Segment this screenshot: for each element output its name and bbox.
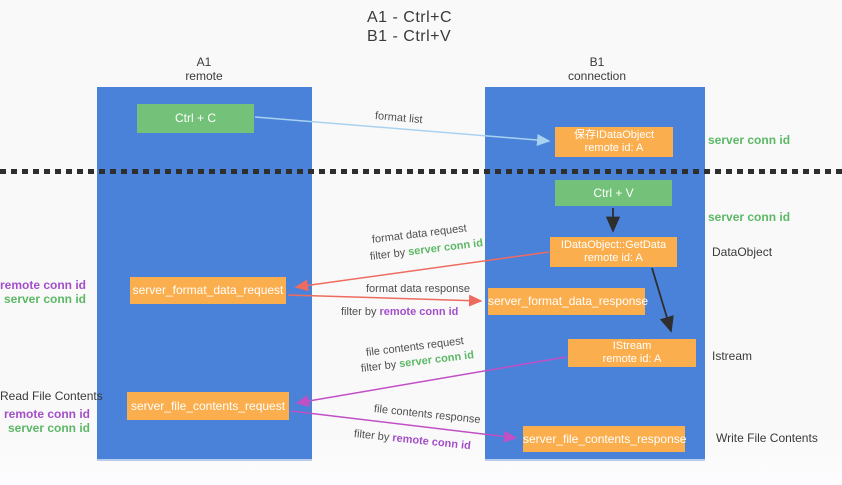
node-save-idataobject-line2: remote id: A [584, 142, 644, 154]
label-server-conn-id-mid: server conn id [708, 210, 791, 224]
arrow-format-list [254, 116, 551, 147]
machine-divider-dotted-line [0, 169, 842, 174]
label-dataobject: DataObject [712, 245, 773, 259]
node-file-request-label: server_file_contents_request [130, 398, 286, 413]
label-write-file-contents: Write File Contents [716, 431, 818, 445]
node-server-format-data-response: server_format_data_response [488, 288, 649, 315]
label-server-conn-id-4: server conn id [7, 421, 90, 435]
node-ctrl-v-label: Ctrl + V [593, 185, 634, 200]
column-header-a1: A1 remote [144, 55, 264, 83]
node-save-idataobject-line1: 保存IDataObject [573, 129, 655, 141]
label-remote-conn-id-1: remote conn id [0, 278, 87, 292]
label-group-file-conn-ids: Read File Contents remote conn id server… [0, 389, 103, 435]
label-istream: Istream [712, 349, 753, 363]
title-line-1: A1 - Ctrl+C [367, 9, 453, 26]
filter-by-text: filter by [341, 306, 377, 318]
node-getdata-line1: IDataObject::GetData [560, 239, 667, 251]
label-server-conn-id-top: server conn id [708, 133, 791, 147]
node-format-response-label: server_format_data_response [488, 294, 649, 308]
node-ctrl-c: Ctrl + C [137, 104, 254, 133]
arrow-format-data-response [287, 294, 483, 307]
node-save-idataobject: 保存IDataObject remote id: A [555, 127, 673, 157]
node-istream-line2: remote id: A [602, 353, 662, 365]
diagram-title: A1 - Ctrl+C B1 - Ctrl+V [367, 8, 452, 46]
node-server-file-contents-request: server_file_contents_request [127, 392, 289, 420]
node-server-file-contents-response: server_file_contents_response [523, 426, 687, 452]
label-read-file-contents: Read File Contents [0, 389, 103, 403]
arrow-file-contents-request [295, 356, 567, 407]
node-istream: IStream remote id: A [568, 339, 696, 367]
node-istream-line1: IStream [612, 340, 652, 352]
label-server-conn-id-3: server conn id [3, 292, 86, 306]
column-header-b1: B1 connection [537, 55, 657, 83]
column-a1-role: remote [185, 69, 223, 83]
label-format-data-response: format data response [366, 283, 470, 295]
label-filter-by-remote-conn-id-1: filter by remote conn id [341, 306, 458, 318]
node-getdata-line2: remote id: A [584, 252, 643, 264]
column-b1-name: B1 [589, 55, 605, 69]
node-idataobject-getdata: IDataObject::GetData remote id: A [550, 237, 677, 267]
node-server-format-data-request: server_format_data_request [130, 277, 286, 304]
arrow-format-data-request [294, 251, 550, 292]
label-remote-conn-id-2: remote conn id [3, 407, 90, 421]
arrow-getdata-to-istream [651, 267, 674, 333]
label-group-format-conn-ids: remote conn id server conn id [0, 278, 86, 306]
column-b1-role: connection [567, 69, 627, 83]
node-format-request-label: server_format_data_request [132, 283, 284, 297]
node-ctrl-c-label: Ctrl + C [174, 111, 216, 125]
column-a1-name: A1 [196, 55, 212, 69]
arrow-file-contents-response [290, 410, 518, 443]
node-file-response-label: server_file_contents_response [523, 431, 687, 446]
title-line-2: B1 - Ctrl+V [367, 28, 452, 45]
node-ctrl-v: Ctrl + V [555, 180, 672, 206]
remote-conn-id-text: remote conn id [379, 306, 459, 318]
